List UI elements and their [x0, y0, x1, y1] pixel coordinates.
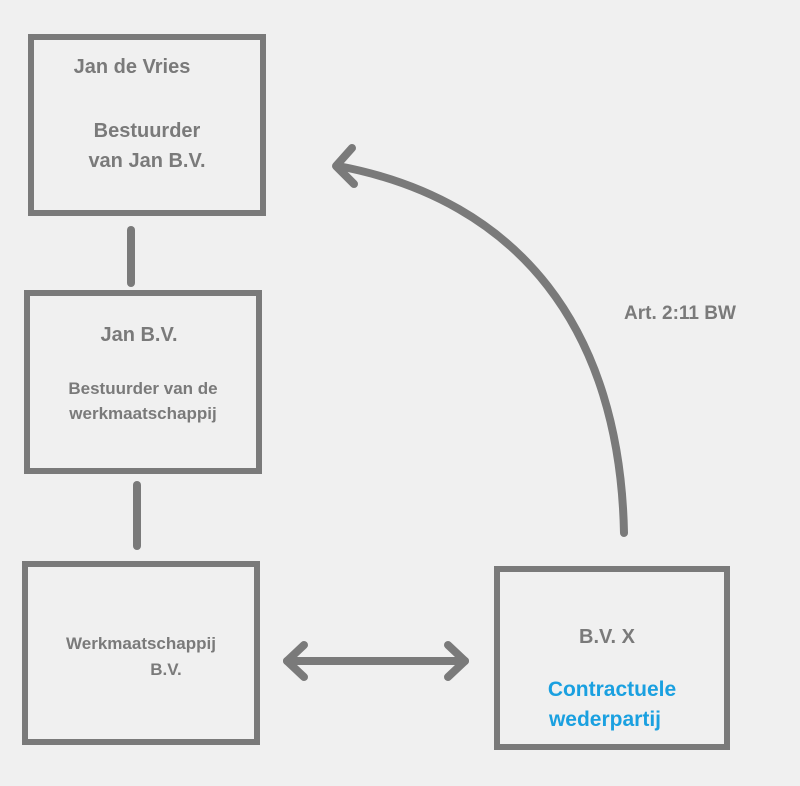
werkmaatschappij-line1: Werkmaatschappij [66, 634, 216, 653]
arrow-label-art-2-11: Art. 2:11 BW [624, 303, 736, 324]
box-bv-x: B.V. X Contractuele wederpartij [494, 566, 730, 750]
jan-de-vries-role-line2: van Jan B.V. [88, 150, 206, 172]
box-werkmaatschappij: Werkmaatschappij B.V. [22, 561, 260, 745]
bv-x-name: B.V. X [579, 626, 635, 648]
box-jan-bv: Jan B.V. Bestuurder van de werkmaatschap… [24, 290, 262, 474]
werkmaatschappij-line2: B.V. [150, 660, 182, 679]
box-jan-de-vries: Jan de Vries Bestuurder van Jan B.V. [28, 34, 266, 216]
jan-de-vries-name: Jan de Vries [73, 56, 191, 78]
bv-x-role-line2: wederpartij [548, 708, 662, 731]
double-arrow [283, 641, 469, 681]
curved-liability-arrow [332, 144, 628, 537]
jan-bv-role-line1: Bestuurder van de [68, 379, 218, 398]
jan-bv-name: Jan B.V. [100, 324, 178, 346]
jan-bv-role-line2: werkmaatschappij [69, 404, 217, 423]
jan-de-vries-role-line1: Bestuurder [93, 120, 201, 142]
bv-x-role-line1: Contractuele [547, 678, 677, 701]
